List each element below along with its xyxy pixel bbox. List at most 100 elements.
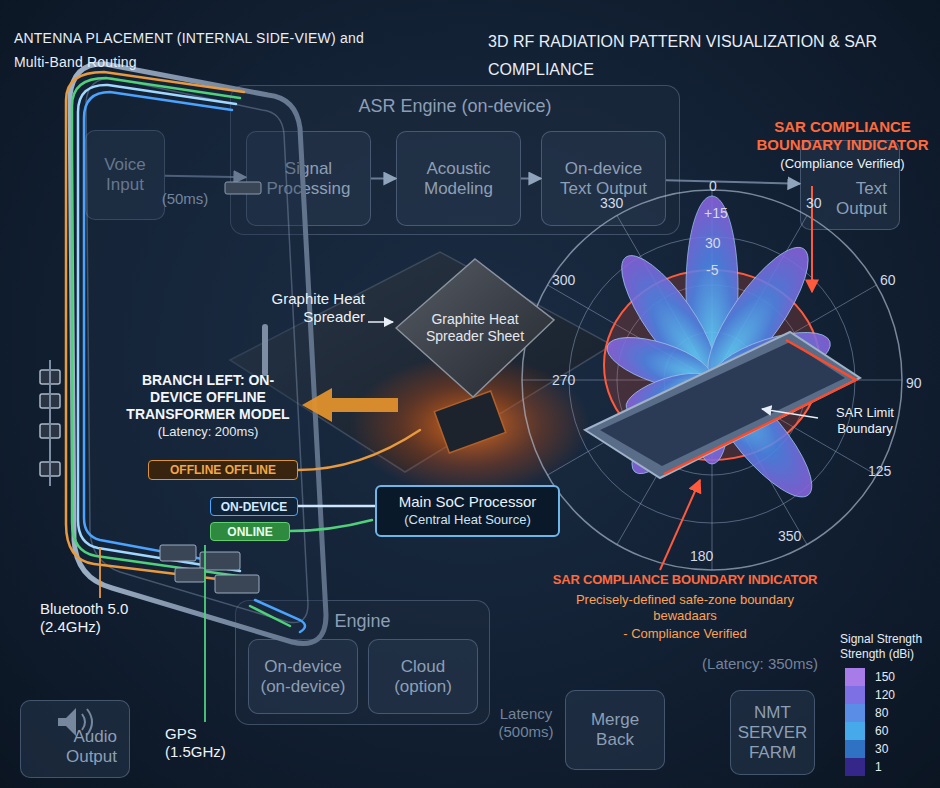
text-group: Acoustic Modeling: [403, 159, 514, 199]
speaker-icon: [58, 708, 92, 736]
rf-wire-bundle: [84, 92, 235, 565]
node-label: Main SoC Processor: [399, 493, 537, 511]
text-group: Text Output: [813, 179, 887, 219]
processor-box: Main SoC Processor(Central Heat Source): [375, 485, 560, 537]
phone-body: [86, 78, 308, 623]
phone-body: [225, 182, 261, 194]
text-group: ON-DEVICE: [221, 500, 288, 514]
antenna-label: GPS (1.5GHz): [165, 725, 245, 761]
antenna-label: Bluetooth 5.0 (2.4GHz): [40, 600, 155, 636]
rf-wire-bundle: [66, 72, 420, 632]
legend-row: 120: [845, 686, 895, 704]
node-label: Text Output: [813, 179, 887, 219]
output-box: Text Output: [800, 140, 900, 230]
text-group: Main SoC Processor(Central Heat Source): [399, 493, 537, 529]
sar-leaders: [660, 186, 818, 570]
angle-tick: 0: [709, 178, 717, 194]
legend-title: Signal Strength Strength (dBi): [840, 632, 935, 662]
legend-row: 80: [845, 704, 888, 722]
connector-block: [160, 545, 259, 593]
text-group: OFFLINE OFFLINE: [170, 463, 276, 477]
node-label: Merge Back: [572, 710, 658, 750]
server-box: NMT SERVER FARM: [730, 690, 815, 775]
legend-swatch: [845, 722, 865, 740]
callout-note: Precisely-defined safe-zone boundary bew…: [565, 592, 805, 624]
rf-wire-bundle: [290, 520, 372, 531]
mode-pill: OFFLINE OFFLINE: [148, 460, 298, 480]
phone-body: [70, 64, 326, 644]
legend-swatch: [845, 686, 865, 704]
legend-text: 60: [875, 724, 888, 738]
connector-block: [160, 545, 196, 561]
gain-tick: -5: [706, 262, 718, 278]
gain-tick: 30: [705, 235, 721, 251]
angle-tick: 60: [880, 272, 896, 288]
text-group: NMT SERVER FARM: [737, 703, 808, 763]
callout-note: - Compliance Verified: [565, 626, 805, 642]
text-group: Graphite Heat Spreader Sheet: [425, 311, 525, 345]
antenna-connectors: [49, 360, 51, 486]
latency-note: (Latency: 350ms): [700, 655, 820, 673]
node-label: NMT SERVER FARM: [737, 703, 808, 763]
node-label: Cloud (option): [375, 657, 471, 697]
leader-lines: [99, 548, 101, 598]
latency-note: (Latency: 200ms): [118, 424, 298, 440]
flow-arrow: [666, 180, 800, 184]
branch-label: BRANCH LEFT: ON-DEVICE OFFLINE TRANSFORM…: [118, 372, 298, 423]
part-label: Graphite Heat Spreader: [260, 290, 365, 326]
angle-tick: 90: [906, 375, 922, 391]
panel-title: 3D RF RADIATION PATTERN VISUALIZATION & …: [488, 28, 890, 84]
legend-text: 80: [875, 706, 888, 720]
legend-swatch: [845, 668, 865, 686]
node-label: On-device (on-device): [255, 657, 351, 697]
speaker-icon: [58, 708, 76, 736]
legend-row: 30: [845, 740, 888, 758]
rf-wire-bundle: [250, 606, 290, 626]
node-label: ON-DEVICE: [221, 500, 288, 514]
node-label: OFFLINE OFFLINE: [170, 463, 276, 477]
legend-text: 150: [875, 670, 895, 684]
angle-tick: 30: [806, 195, 822, 211]
mode-pill: ON-DEVICE: [210, 497, 298, 516]
callout-note: (Compliance Verified): [740, 156, 940, 172]
leader-lines: [204, 545, 206, 722]
rf-wire-bundle: [255, 600, 305, 632]
node-label: Graphite Heat Spreader Sheet: [425, 311, 525, 345]
node-label: On-device Text Output: [548, 159, 659, 199]
connector-block: [215, 575, 259, 593]
callout-label: SAR COMPLIANCE BOUNDARY INDICATOR: [740, 118, 940, 154]
leader-lines: [100, 322, 393, 722]
process-box: Merge Back: [565, 690, 665, 770]
text-group: ONLINE: [227, 525, 272, 539]
legend-swatch: [845, 704, 865, 722]
connector-block: [200, 552, 240, 570]
node-label: Acoustic Modeling: [403, 159, 514, 199]
rf-wire-bundle: [298, 430, 420, 470]
mode-pill: ONLINE: [210, 522, 290, 541]
phone-body: [262, 324, 268, 376]
polar-grid: [522, 190, 902, 570]
phone-in-chart: [585, 332, 860, 478]
rf-wire-bundle: [298, 505, 375, 508]
heat-spreader-sheet: Graphite Heat Spreader Sheet: [395, 258, 555, 398]
phone-in-chart: [585, 332, 860, 478]
branch-arrow: [302, 388, 398, 422]
text-group: Merge Back: [572, 710, 658, 750]
angle-tick: 125: [868, 463, 891, 479]
text-group: Cloud (option): [375, 657, 471, 697]
callout-label: SAR Limit Boundary: [820, 405, 910, 437]
flow-arrow: [371, 178, 396, 180]
flow-arrow: [521, 178, 541, 180]
angle-tick: 300: [552, 272, 575, 288]
latency-note: (50ms): [150, 190, 220, 208]
branch-arrow: [302, 388, 398, 422]
legend-swatch: [845, 758, 865, 776]
process-box: Acoustic Modeling: [396, 131, 521, 226]
angle-tick: 330: [600, 195, 623, 211]
process-box: On-device (on-device): [248, 639, 358, 714]
angle-tick: 180: [690, 548, 713, 564]
polar-grid: [522, 190, 902, 570]
angle-tick: 270: [552, 372, 575, 388]
